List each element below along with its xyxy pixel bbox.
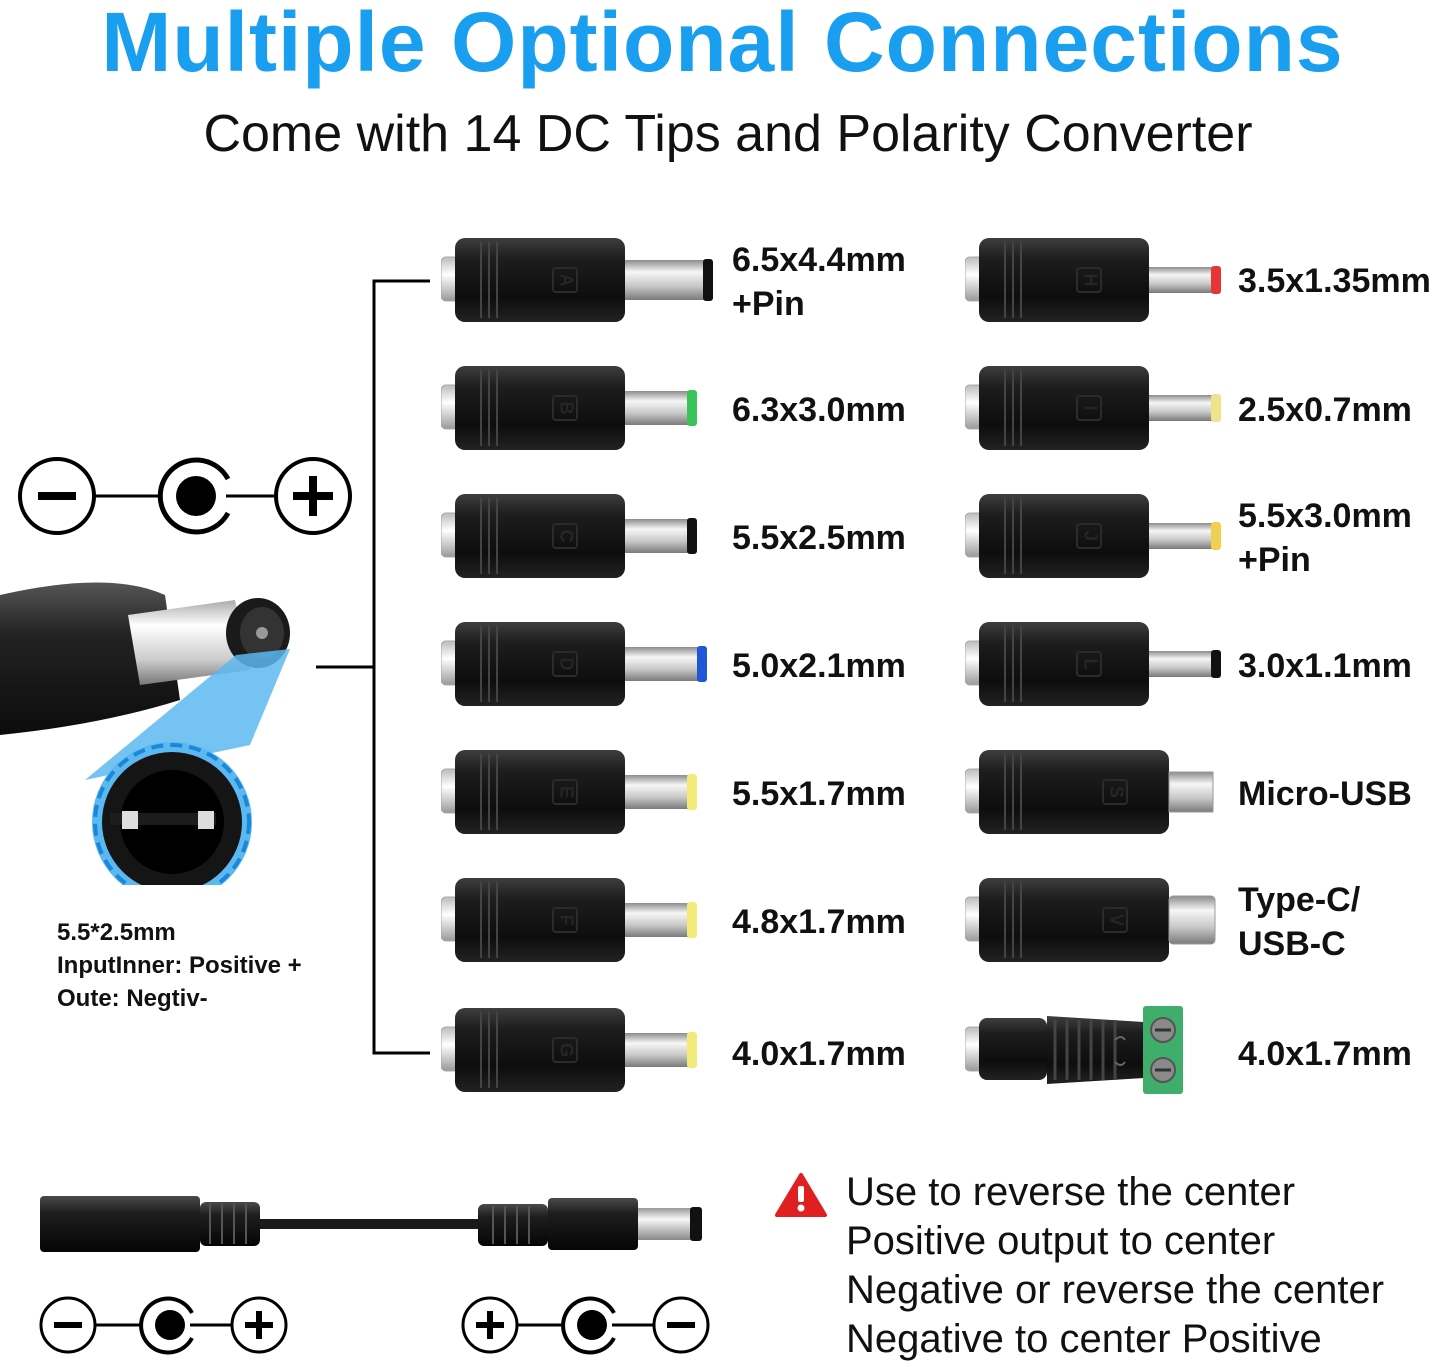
warning-line: Negative or reverse the center <box>846 1268 1385 1312</box>
dc-tip-a: A <box>441 238 713 322</box>
page-title: Multiple Optional Connections <box>101 0 1344 89</box>
tip-label-b: 6.3x3.0mm <box>732 391 906 429</box>
input-spec-line: Oute: Negtiv- <box>57 985 208 1012</box>
svg-text:E: E <box>556 786 576 798</box>
tip-label-f: 4.8x1.7mm <box>732 903 906 941</box>
svg-text:G: G <box>556 1043 576 1057</box>
dc-tip-d: D <box>441 622 707 706</box>
tip-label-j: 5.5x3.0mm+Pin <box>1238 497 1412 579</box>
tip-label-c: 5.5x2.5mm <box>732 519 906 557</box>
polarity-converter-cable <box>40 1196 702 1252</box>
tip-label-g: 4.0x1.7mm <box>732 1035 906 1073</box>
dc-tip-h: H <box>965 238 1221 322</box>
svg-text:S: S <box>1106 786 1126 798</box>
tip-label-l: 3.0x1.1mm <box>1238 647 1412 685</box>
tip-label-terminal: 4.0x1.7mm <box>1238 1035 1412 1073</box>
dc-tip-v: V <box>965 878 1216 962</box>
warning-line: Positive output to center <box>846 1219 1276 1263</box>
dc-tip-terminal <box>965 1006 1183 1094</box>
tip-label-s: Micro-USB <box>1238 775 1412 813</box>
dc-tip-c: C <box>441 494 697 578</box>
svg-text:F: F <box>556 915 576 926</box>
input-spec-line: InputInner: Positive + <box>57 952 302 979</box>
svg-text:H: H <box>1080 274 1100 287</box>
tip-label-d: 5.0x2.1mm <box>732 647 906 685</box>
tip-label-e: 5.5x1.7mm <box>732 775 906 813</box>
tip-label-i: 2.5x0.7mm <box>1238 391 1412 429</box>
dc-tip-e: E <box>441 750 697 834</box>
tip-label-a: 6.5x4.4mm+Pin <box>732 241 906 323</box>
input-spec-text: 5.5*2.5mm InputInner: Positive + Oute: N… <box>57 916 302 1015</box>
svg-text:V: V <box>1106 914 1126 926</box>
dc-plug-illustration <box>0 582 290 885</box>
tip-label-h: 3.5x1.35mm <box>1238 262 1431 300</box>
dc-tip-f: F <box>441 878 697 962</box>
svg-text:B: B <box>556 402 576 415</box>
warning-text: Use to reverse the center Positive outpu… <box>846 1168 1384 1364</box>
polarity-symbol-converter-out <box>461 1296 710 1355</box>
dc-tip-i: I <box>965 366 1221 450</box>
svg-text:L: L <box>1080 659 1100 670</box>
svg-text:J: J <box>1080 531 1100 541</box>
dc-tip-l: L <box>965 622 1221 706</box>
svg-text:D: D <box>556 658 576 671</box>
polarity-symbol-input <box>18 457 352 535</box>
warning-line: Negative to center Positive <box>846 1317 1322 1361</box>
page-subtitle: Come with 14 DC Tips and Polarity Conver… <box>203 105 1253 163</box>
warning-line: Use to reverse the center <box>846 1170 1296 1214</box>
polarity-symbol-converter-in <box>39 1296 288 1355</box>
input-spec-line: 5.5*2.5mm <box>57 919 176 946</box>
connection-bracket <box>316 279 430 1055</box>
warning-icon <box>775 1173 827 1217</box>
dc-tip-s: S <box>965 750 1214 834</box>
svg-text:I: I <box>1080 405 1100 410</box>
dc-tip-g: G <box>441 1008 697 1092</box>
dc-tip-j: J <box>965 494 1221 578</box>
dc-tip-b: B <box>441 366 697 450</box>
svg-text:A: A <box>556 274 576 287</box>
svg-text:C: C <box>556 530 576 543</box>
tip-label-v: Type-C/USB-C <box>1238 881 1361 963</box>
